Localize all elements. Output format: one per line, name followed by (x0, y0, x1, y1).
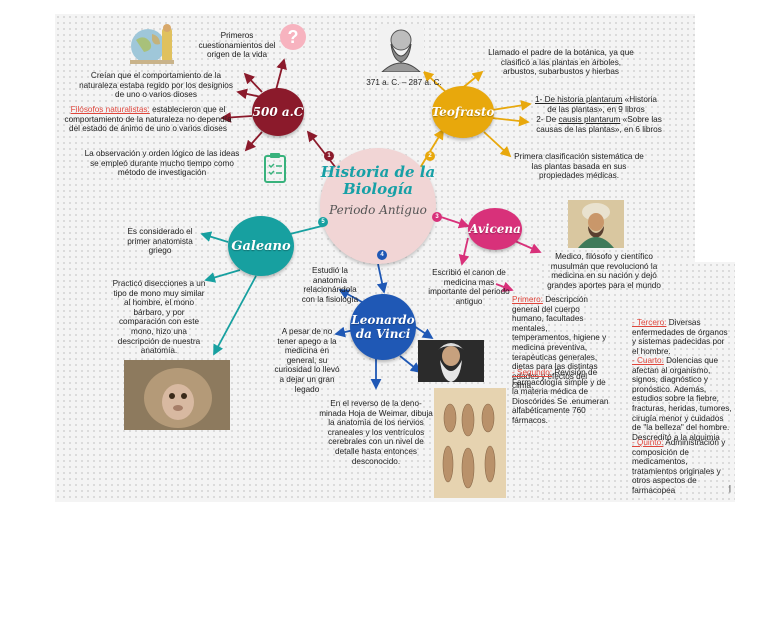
text-hoja-weimar: En el reverso de la deno-minada Hoja de … (319, 399, 433, 466)
text-canon-segundo: - Segundo: Revisión de Farmacología simp… (512, 368, 610, 426)
badge-1: 1 (324, 151, 334, 161)
text-libro-causis-plantarum: 2- De causis plantarum «Sobre las causas… (532, 115, 666, 134)
libro2-desc: «Sobre las causas de las plantas», en 6 … (536, 115, 662, 134)
libro2-pre: 2- De (536, 115, 559, 124)
libro1-desc: «Historia de las plantas», en 9 libros (547, 95, 657, 114)
topic-avicena[interactable]: Avicena (468, 208, 522, 250)
avicena-portrait (568, 200, 624, 248)
text-disecciones-mono: Practicó disecciones a un tipo de mono m… (112, 279, 206, 356)
question-icon: ? (280, 24, 306, 50)
text-canon-cuarto: - Cuarto: Dolencias que afectan al organ… (632, 356, 732, 442)
primero-label: Primero: (512, 295, 543, 304)
central-title: Historia de la Biología (320, 163, 436, 198)
libro1-title: 1- De historia plantarum (535, 95, 623, 104)
anatomy-drawing (434, 388, 506, 498)
text-sin-apego-medicina: A pesar de no tener apego a la medicina … (274, 327, 340, 394)
text-canon-primero: Primero: Descripción general del cuerpo … (512, 295, 608, 391)
central-subtitle: Periodo Antiguo (329, 203, 427, 217)
clipboard-checklist-icon (262, 152, 288, 184)
text-estudio-anatomia: Estudió la anatomía relacionándola con l… (301, 266, 359, 304)
text-observacion: La observación y orden lógico de las ide… (84, 149, 240, 178)
tercero-label: - Tercero: (632, 318, 667, 327)
topic-leonardo-da-vinci[interactable]: Leonardo da Vinci (350, 294, 416, 360)
teofrasto-portrait (378, 24, 424, 73)
quinto-label: - Quinto: (632, 438, 664, 447)
text-avicena-descripcion: Medico, filósofo y científico musulmán q… (547, 252, 661, 290)
central-topic: Historia de la Biología Periodo Antiguo (320, 148, 436, 264)
badge-5: 5 (318, 217, 328, 227)
leonardo-portrait (418, 340, 484, 382)
text-primera-clasificacion: Primera clasificación sistemática de las… (514, 152, 644, 181)
text-creian-dioses: Creían que el comportamiento de la natur… (79, 71, 233, 100)
topic-teofrasto[interactable]: Teofrasto (432, 86, 494, 138)
barbary-macaque-photo (124, 360, 230, 430)
text-canon-quinto: - Quinto: Administración y composición d… (632, 438, 732, 496)
filosofos-body: establecieron que el comportamiento de l… (64, 105, 232, 134)
page-marker: | (728, 484, 732, 493)
segundo-label: - Segundo: (512, 368, 553, 377)
libro2-title: causis plantarum (558, 115, 621, 124)
tercero-body: Diversas enfermedades de órganos y siste… (632, 318, 728, 356)
text-teofrasto-dates: 371 a. C. – 287 a. C. (366, 78, 442, 87)
topic-500-ac[interactable]: 500 a.C (252, 88, 304, 136)
badge-3: 3 (432, 212, 442, 222)
text-padre-botanica: Llamado el padre de la botánica, ya que … (488, 48, 634, 77)
text-origen-vida: Primeros cuestionamientos del origen de … (198, 31, 276, 60)
quinto-body: Administración y composición de medicame… (632, 438, 726, 495)
earth-illustration (126, 22, 178, 66)
text-primer-anatomista: Es considerado el primer anatomista grie… (127, 227, 193, 256)
text-libro-historia-plantarum: 1- De historia plantarum «Historia de la… (532, 95, 660, 114)
primero-body: Descripción general del cuerpo humano, f… (512, 295, 607, 391)
text-canon-tercero: - Tercero: Diversas enfermedades de órga… (632, 318, 732, 356)
filosofos-label: Filósofos naturalistas: (70, 105, 150, 114)
cuarto-body: Dolencias que afectan al organismo, sign… (632, 356, 732, 442)
badge-4: 4 (377, 250, 387, 260)
text-filosofos-naturalistas: Filósofos naturalistas: establecieron qu… (58, 105, 238, 134)
badge-2: 2 (425, 151, 435, 161)
topic-galeano[interactable]: Galeano (228, 216, 294, 276)
cuarto-label: - Cuarto: (632, 356, 664, 365)
mindmap-background-extension (540, 262, 735, 502)
text-canon-medicina: Escribió el canon de medicina mas import… (428, 268, 510, 306)
segundo-body: Revisión de Farmacología simple y de la … (512, 368, 609, 425)
